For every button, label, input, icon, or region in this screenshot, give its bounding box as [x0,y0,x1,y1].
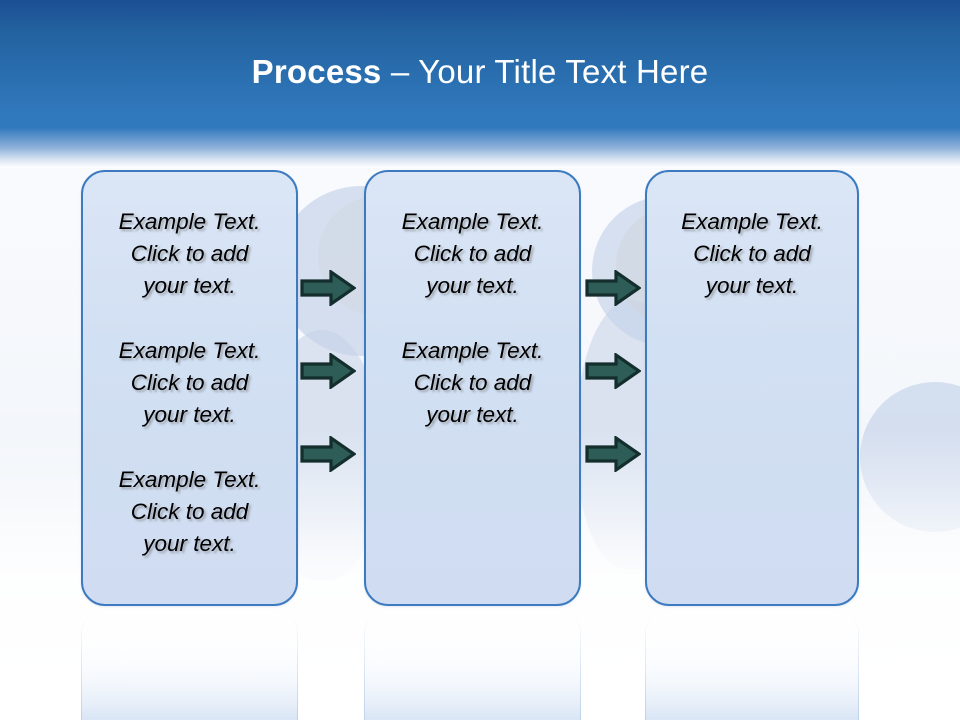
process-box-3-text-1[interactable]: Example Text. Click to add your text. [681,209,823,298]
process-box-1-reflection [81,609,298,720]
arrow-right-icon[interactable] [300,436,356,472]
process-box-1-text-2[interactable]: Example Text. Click to add your text. [118,338,261,427]
process-box-3[interactable]: Example Text. Click to add your text. [645,170,859,606]
process-box-1-text-3[interactable]: Example Text. Click to add your text. [118,467,261,556]
page-title-rest: – Your Title Text Here [381,53,709,90]
process-box-1-text-1[interactable]: Example Text. Click to add your text. [118,209,261,298]
page-title-strong: Process [251,53,382,90]
process-box-1[interactable]: Example Text. Click to add your text. Ex… [81,170,298,606]
arrow-right-icon[interactable] [585,270,641,306]
arrow-right-icon[interactable] [300,353,356,389]
page-title: Process – Your Title Text Here [0,52,960,92]
process-box-2-text-2[interactable]: Example Text. Click to add your text. [401,338,544,427]
slide-header-band [0,0,960,168]
process-box-2[interactable]: Example Text. Click to add your text. Ex… [364,170,581,606]
arrow-right-icon[interactable] [585,436,641,472]
process-box-2-reflection [364,609,581,720]
arrow-right-icon[interactable] [300,270,356,306]
process-box-2-text-1[interactable]: Example Text. Click to add your text. [401,209,544,298]
arrow-right-icon[interactable] [585,353,641,389]
process-box-3-reflection [645,609,859,720]
